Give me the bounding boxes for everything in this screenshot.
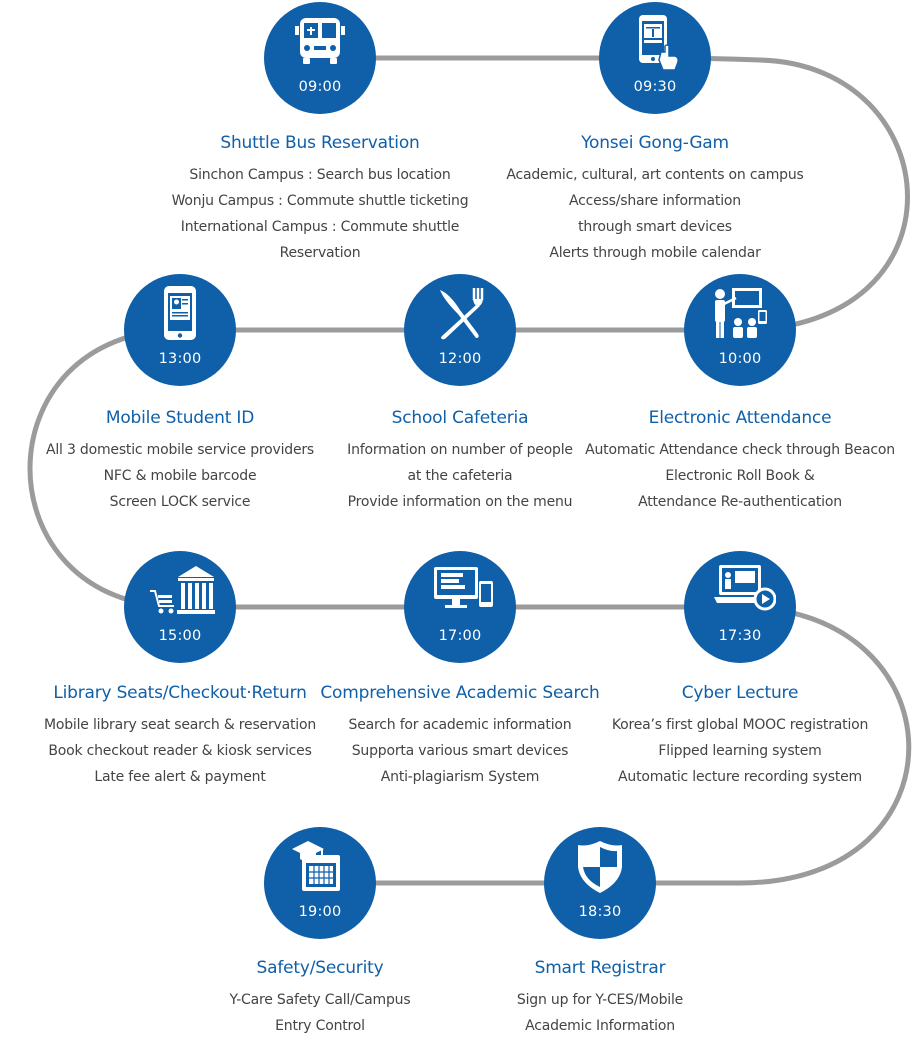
service-title[interactable]: Safety/Security [256,958,384,978]
service-title[interactable]: Mobile Student ID [105,408,255,428]
desc-line: Attendance Re-authentication [638,494,842,510]
service-title[interactable]: Cyber Lecture [681,683,799,703]
bus-icon [295,18,345,64]
desc-line: Late fee alert & payment [94,769,266,785]
desc-line: Sinchon Campus : Search bus location [189,167,451,183]
desc-line: at the cafeteria [407,468,513,484]
service-title[interactable]: Comprehensive Academic Search [320,683,600,703]
time-label: 18:30 [578,904,622,920]
time-label: 09:00 [298,79,342,95]
info-academic-search: Comprehensive Academic Search Search for… [295,682,625,790]
service-title[interactable]: School Cafeteria [391,408,529,428]
desc-line: Entry Control [275,1018,365,1034]
info-gong-gam: Yonsei Gong-Gam Academic, cultural, art … [490,132,820,266]
info-smart-registrar: Smart Registrar Sign up for Y-CES/Mobile… [435,957,765,1039]
graduation-calendar-icon [292,841,340,891]
desc-line: Sign up for Y-CES/Mobile [516,992,684,1008]
info-electronic-attendance: Electronic Attendance Automatic Attendan… [575,407,905,515]
desc-line: Anti-plagiarism System [380,769,540,785]
desc-line: Automatic Attendance check through Beaco… [585,442,895,458]
desc-line: Wonju Campus : Commute shuttle ticketing [171,193,469,209]
desc-line: Korea’s first global MOOC registration [611,717,869,733]
desc-line: Electronic Roll Book & [665,468,815,484]
desc-line: through smart devices [578,219,732,235]
desc-line: Screen LOCK service [109,494,251,510]
desc-line: Automatic lecture recording system [618,769,862,785]
time-label: 12:00 [438,351,482,367]
desc-line: Reservation [279,245,361,261]
desc-line: Access/share information [569,193,741,209]
desc-line: Y-Care Safety Call/Campus [229,992,411,1008]
info-library: Library Seats/Checkout·Return Mobile lib… [15,682,345,790]
desc-line: All 3 domestic mobile service providers [45,442,315,458]
node-smart-registrar[interactable]: 18:30 [544,827,656,939]
desc-line: Flipped learning system [658,743,822,759]
node-academic-search[interactable]: 17:00 [404,551,516,663]
classroom-attendance-icon [715,288,767,338]
time-label: 17:00 [438,628,482,644]
monitor-phone-icon [434,567,493,608]
mobile-id-icon [164,286,196,340]
service-title[interactable]: Shuttle Bus Reservation [220,133,420,153]
time-label: 17:30 [718,628,762,644]
info-mobile-student-id: Mobile Student ID All 3 domestic mobile … [15,407,345,515]
desc-line: Mobile library seat search & reservation [43,717,317,733]
info-shuttle-bus: Shuttle Bus Reservation Sinchon Campus :… [155,132,485,266]
shield-icon [578,841,622,893]
smartphone-touch-icon [639,15,679,71]
library-cart-icon [150,566,215,614]
info-cyber-lecture: Cyber Lecture Korea’s first global MOOC … [575,682,905,790]
node-mobile-student-id[interactable]: 13:00 [124,274,236,386]
info-school-cafeteria: School Cafeteria Information on number o… [295,407,625,515]
service-title[interactable]: Electronic Attendance [648,408,832,428]
desc-line: NFC & mobile barcode [103,468,257,484]
desc-line: Supporta various smart devices [351,743,569,759]
time-label: 19:00 [298,904,342,920]
desc-line: International Campus : Commute shuttle [180,219,460,235]
node-electronic-attendance[interactable]: 10:00 [684,274,796,386]
node-library[interactable]: 15:00 [124,551,236,663]
desc-line: Book checkout reader & kiosk services [48,743,312,759]
node-cyber-lecture[interactable]: 17:30 [684,551,796,663]
service-title[interactable]: Smart Registrar [534,958,666,978]
service-title[interactable]: Library Seats/Checkout·Return [53,683,307,703]
time-label: 15:00 [158,628,202,644]
desc-line: Alerts through mobile calendar [549,245,761,261]
desc-line: Academic Information [525,1018,675,1034]
time-label: 10:00 [718,351,762,367]
desc-line: Academic, cultural, art contents on camp… [506,167,804,183]
laptop-play-icon [714,565,776,611]
node-shuttle-bus[interactable]: 09:00 [264,2,376,114]
node-gong-gam[interactable]: 09:30 [599,2,711,114]
desc-line: Information on number of people [347,442,573,458]
node-school-cafeteria[interactable]: 12:00 [404,274,516,386]
desc-line: Search for academic information [348,717,572,733]
service-title[interactable]: Yonsei Gong-Gam [581,133,729,153]
time-label: 13:00 [158,351,202,367]
time-label: 09:30 [633,79,677,95]
knife-fork-icon [440,288,484,340]
node-safety-security[interactable]: 19:00 [264,827,376,939]
desc-line: Provide information on the menu [347,494,573,510]
info-safety-security: Safety/Security Y-Care Safety Call/Campu… [155,957,485,1039]
